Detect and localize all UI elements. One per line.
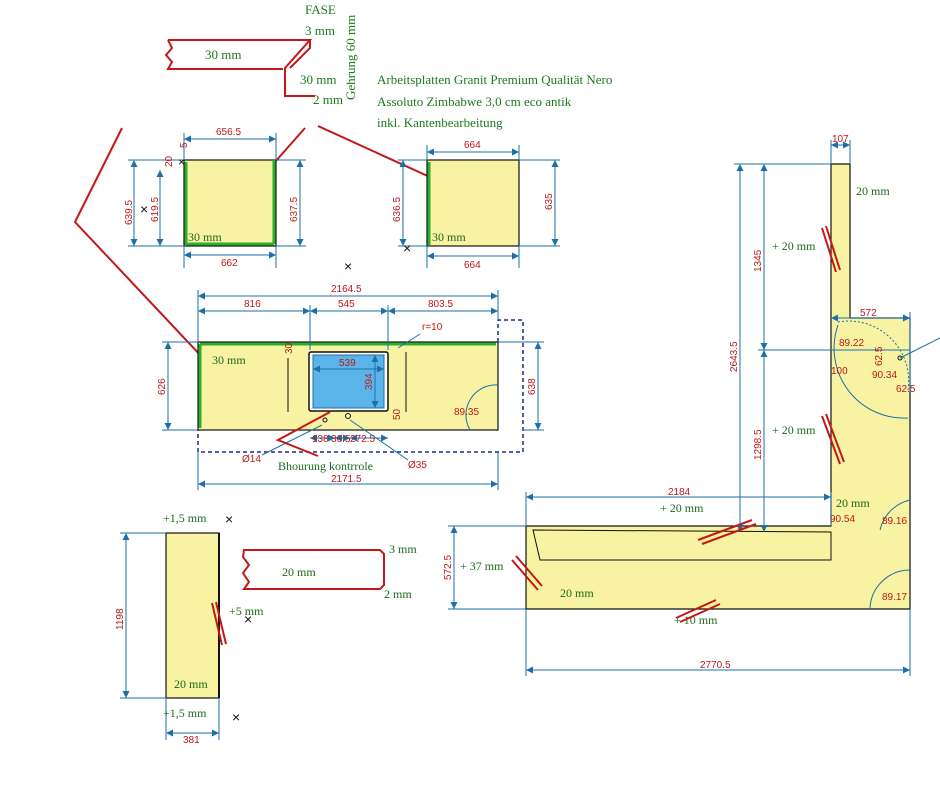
panel-a-dim-left2: 619.5 xyxy=(150,197,161,222)
strip-cross-2: × xyxy=(244,611,252,627)
counter-dim-seg3: 803.5 xyxy=(428,299,453,310)
strip-cross-1: × xyxy=(225,511,233,527)
panel-b-dim-left: 636.5 xyxy=(392,197,403,222)
l-dim-107: 107 xyxy=(832,134,849,145)
spec-line-1: Arbeitsplatten Granit Premium Qualität N… xyxy=(377,72,612,87)
panel-b-dim-top: 664 xyxy=(464,140,481,151)
strip-panel: 1198 381 +1,5 mm +5 mm +1,5 mm 20 mm × ×… xyxy=(115,511,264,746)
l-dim-2184: 2184 xyxy=(668,487,691,498)
l-thickness-bottom: 20 mm xyxy=(560,586,594,600)
l-dim-62b: 62.5 xyxy=(896,384,916,395)
strip-cross-3: × xyxy=(232,709,240,725)
l-plus20-c: + 20 mm xyxy=(660,501,704,515)
hole-d35: Ø35 xyxy=(408,460,427,471)
panel-b-dim-bottom: 664 xyxy=(464,260,481,271)
panel-b-thickness: 30 mm xyxy=(432,230,466,244)
counter-dim-b2: 36.5 xyxy=(331,434,351,445)
l-dim-572: 572 xyxy=(860,308,877,319)
l-shape-slab xyxy=(525,163,911,610)
bore-hole-2 xyxy=(345,413,351,419)
counter-thickness: 30 mm xyxy=(212,353,246,367)
l-dim-1298: 1298.5 xyxy=(753,429,764,460)
counter-dim-seg2: 545 xyxy=(338,299,355,310)
panel-a-cross-1: × xyxy=(140,201,148,217)
counter-dim-total-bottom: 2171.5 xyxy=(331,474,362,485)
panel-a-cross-2: × xyxy=(178,155,185,169)
l-ang-9034: 90.34 xyxy=(872,370,897,381)
fase-30mm-a: 30 mm xyxy=(205,47,241,62)
strip-slab xyxy=(165,532,220,699)
l-plus37: + 37 mm xyxy=(460,559,504,573)
l-ang-8917: 89.17 xyxy=(882,592,907,603)
counter-dim-total-top: 2164.5 xyxy=(331,284,362,295)
panel-a: 656.5 662 639.5 619.5 637.5 20 5 30 mm ×… xyxy=(124,127,352,274)
edge-top-mm: 3 mm xyxy=(389,542,417,556)
main-counter: 2164.5 816 545 803.5 r=10 539 394 30 50 … xyxy=(157,284,544,490)
panel-a-slab xyxy=(183,159,277,247)
l-dim-2643: 2643.5 xyxy=(729,341,740,372)
panel-a-dim-small2: 5 xyxy=(179,142,190,148)
panel-a-dim-left: 639.5 xyxy=(124,200,135,225)
l-ang-8916: 89.16 xyxy=(882,516,907,527)
panel-b: 664 664 636.5 635 30 mm × xyxy=(392,140,560,271)
gehrung-label: Gehrung 60 mm xyxy=(343,15,358,100)
l-dim-27705: 2770.5 xyxy=(700,660,731,671)
l-plus20-b: + 20 mm xyxy=(772,423,816,437)
l-dim-1345: 1345 xyxy=(753,249,764,272)
l-dim-62a: 62.5 xyxy=(874,346,885,366)
edge-detail: 20 mm 3 mm 2 mm xyxy=(241,542,417,601)
l-plus10: + 10 mm xyxy=(674,613,718,627)
panel-a-dim-top: 656.5 xyxy=(216,127,241,138)
panel-a-dim-bottom: 662 xyxy=(221,258,238,269)
panel-a-dim-right: 637.5 xyxy=(289,197,300,222)
l-thickness-top: 20 mm xyxy=(856,184,890,198)
strip-plus-top: +1,5 mm xyxy=(163,511,207,525)
fase-2mm: 2 mm xyxy=(313,92,343,107)
strip-dim-width: 381 xyxy=(183,735,200,746)
fase-30mm-b: 30 mm xyxy=(300,72,336,87)
sink-height: 394 xyxy=(364,373,375,390)
strip-thickness: 20 mm xyxy=(174,677,208,691)
panel-b-dim-right: 635 xyxy=(544,193,555,210)
bore-label: Bhourung kontrrole xyxy=(278,459,373,473)
spec-line-2: Assoluto Zimbabwe 3,0 cm eco antik xyxy=(377,94,572,109)
hole-d14: Ø14 xyxy=(242,454,261,465)
counter-dim-small-right: 50 xyxy=(392,408,403,420)
fase-edge-profile: FASE 3 mm 30 mm 30 mm 2 mm Gehrung 60 mm xyxy=(164,2,358,107)
l-dim-100: 100 xyxy=(831,366,848,377)
panel-a-thickness: 30 mm xyxy=(188,230,222,244)
l-thickness-mid: 20 mm xyxy=(836,496,870,510)
spec-text: Arbeitsplatten Granit Premium Qualität N… xyxy=(377,72,612,130)
panel-a-dim-small1: 20 xyxy=(164,155,175,167)
spec-line-3: inkl. Kantenbearbeitung xyxy=(377,115,503,130)
counter-radius: r=10 xyxy=(422,322,443,333)
counter-dim-right: 638 xyxy=(527,378,538,395)
panel-a-cross-3: × xyxy=(344,258,352,274)
bore-hole-1 xyxy=(322,417,328,423)
counter-dim-b3: 272.5 xyxy=(350,434,375,445)
l-dim-5725: 572.5 xyxy=(443,555,454,580)
panel-b-cross: × xyxy=(403,240,411,256)
counter-dim-seg1: 816 xyxy=(244,299,261,310)
edge-thickness: 20 mm xyxy=(282,565,316,579)
strip-plus-mid: +5 mm xyxy=(229,604,264,618)
fase-title: FASE xyxy=(305,2,336,17)
l-ang-8922: 89.22 xyxy=(839,338,864,349)
strip-plus-bottom: +1,5 mm xyxy=(163,706,207,720)
sink-width: 539 xyxy=(339,358,356,369)
counter-dim-left: 626 xyxy=(157,378,168,395)
strip-dim-height: 1198 xyxy=(115,608,126,630)
panel-b-slab xyxy=(426,159,520,247)
counter-dim-small-top: 30 xyxy=(284,342,295,354)
l-ang-9054: 90.54 xyxy=(830,514,855,525)
counter-angle: 89.35 xyxy=(454,407,479,418)
edge-bottom-mm: 2 mm xyxy=(384,587,412,601)
l-shape-counter: 107 20 mm 2643.5 1345 1298.5 + 20 mm + 2… xyxy=(443,134,940,676)
counter-dim-b1: 138 xyxy=(312,434,329,445)
fase-3mm: 3 mm xyxy=(305,23,335,38)
l-plus20-a: + 20 mm xyxy=(772,239,816,253)
